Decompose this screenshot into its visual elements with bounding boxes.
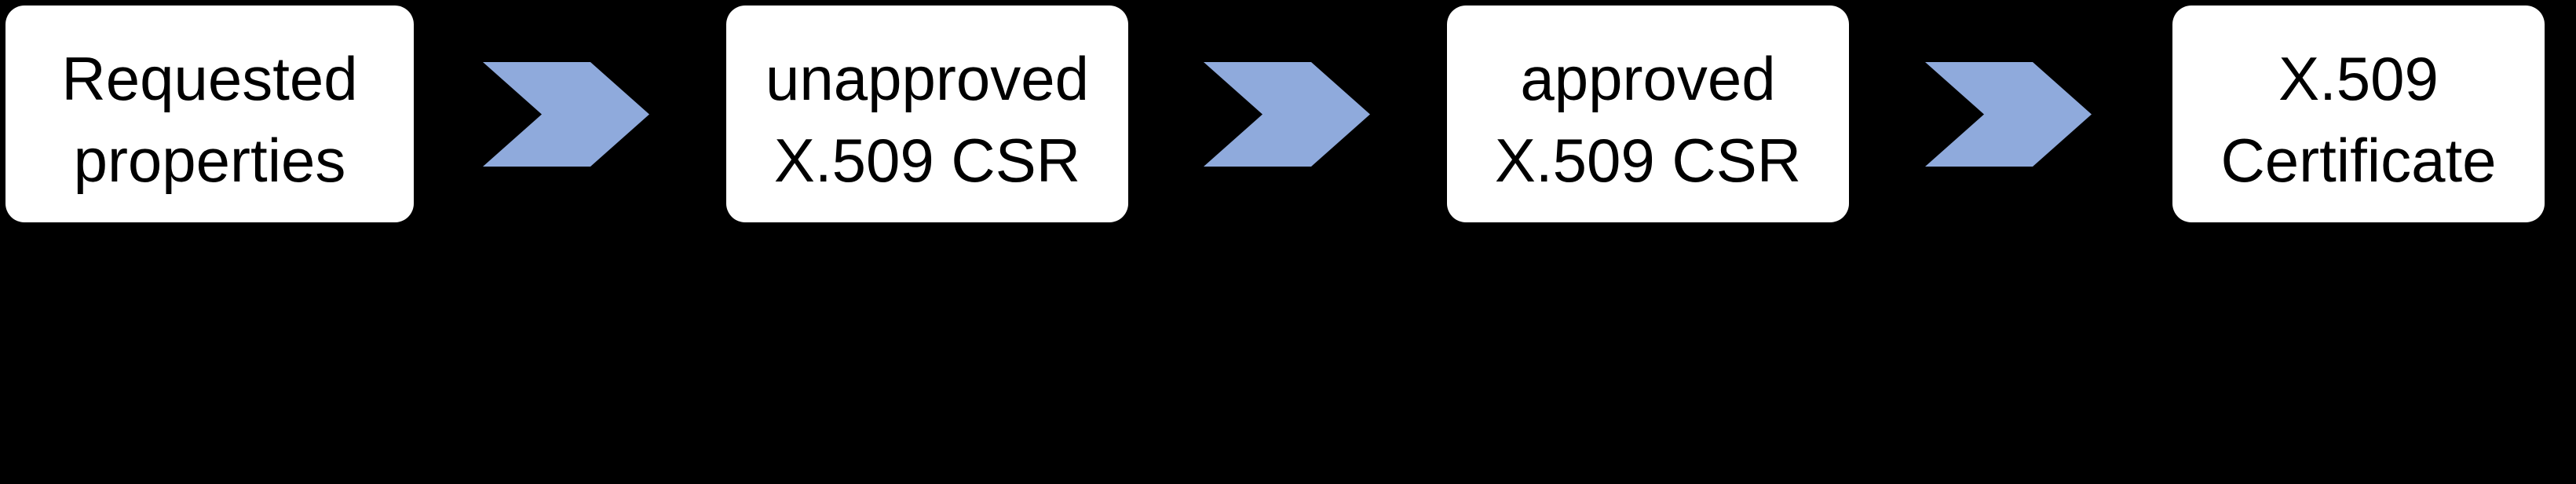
step-label-line: X.509 bbox=[2278, 44, 2439, 113]
chevron-right-icon bbox=[1204, 62, 1370, 167]
chevron-right-icon bbox=[483, 62, 649, 167]
step-label-line: X.509 CSR bbox=[773, 126, 1081, 195]
chevron-right-icon bbox=[1925, 62, 2092, 167]
step-x509-certificate: X.509 Certificate bbox=[2172, 6, 2545, 222]
step-label-line: approved bbox=[1520, 44, 1776, 113]
step-label-line: properties bbox=[73, 126, 346, 195]
step-approved-x509-csr: approved X.509 CSR bbox=[1447, 6, 1849, 222]
step-requested-properties: Requested properties bbox=[5, 6, 414, 222]
step-unapproved-x509-csr: unapproved X.509 CSR bbox=[726, 6, 1128, 222]
step-label-line: X.509 CSR bbox=[1494, 126, 1802, 195]
step-label-line: Requested bbox=[61, 44, 358, 113]
step-label-line: unapproved bbox=[765, 44, 1089, 113]
chevron-shape bbox=[483, 62, 649, 167]
chevron-shape bbox=[1204, 62, 1370, 167]
step-label-line: Certificate bbox=[2220, 126, 2497, 195]
chevron-shape bbox=[1925, 62, 2092, 167]
